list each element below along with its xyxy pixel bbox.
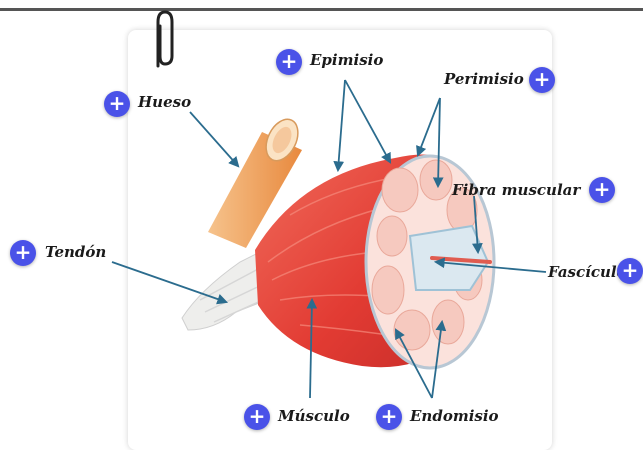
fibra-muscular-hotspot-button[interactable]: + xyxy=(589,177,615,203)
perimisio-hotspot-button[interactable]: + xyxy=(529,67,555,93)
tendon-label: Tendón xyxy=(45,243,106,261)
epimisio-label: Epimisio xyxy=(310,51,383,69)
endomisio-hotspot-button[interactable]: + xyxy=(376,404,402,430)
epimisio-hotspot-button[interactable]: + xyxy=(276,49,302,75)
perimisio-label: Perimisio xyxy=(444,70,524,88)
fibra-muscular-label: Fibra muscular xyxy=(452,181,580,199)
fasciculo-label: Fascículo xyxy=(548,263,627,281)
hueso-label: Hueso xyxy=(138,93,191,111)
hueso-hotspot-button[interactable]: + xyxy=(104,91,130,117)
endomisio-label: Endomisio xyxy=(410,407,499,425)
musculo-label: Músculo xyxy=(278,407,350,425)
musculo-hotspot-button[interactable]: + xyxy=(244,404,270,430)
fasciculo-hotspot-button[interactable]: + xyxy=(617,258,643,284)
tendon-hotspot-button[interactable]: + xyxy=(10,240,36,266)
